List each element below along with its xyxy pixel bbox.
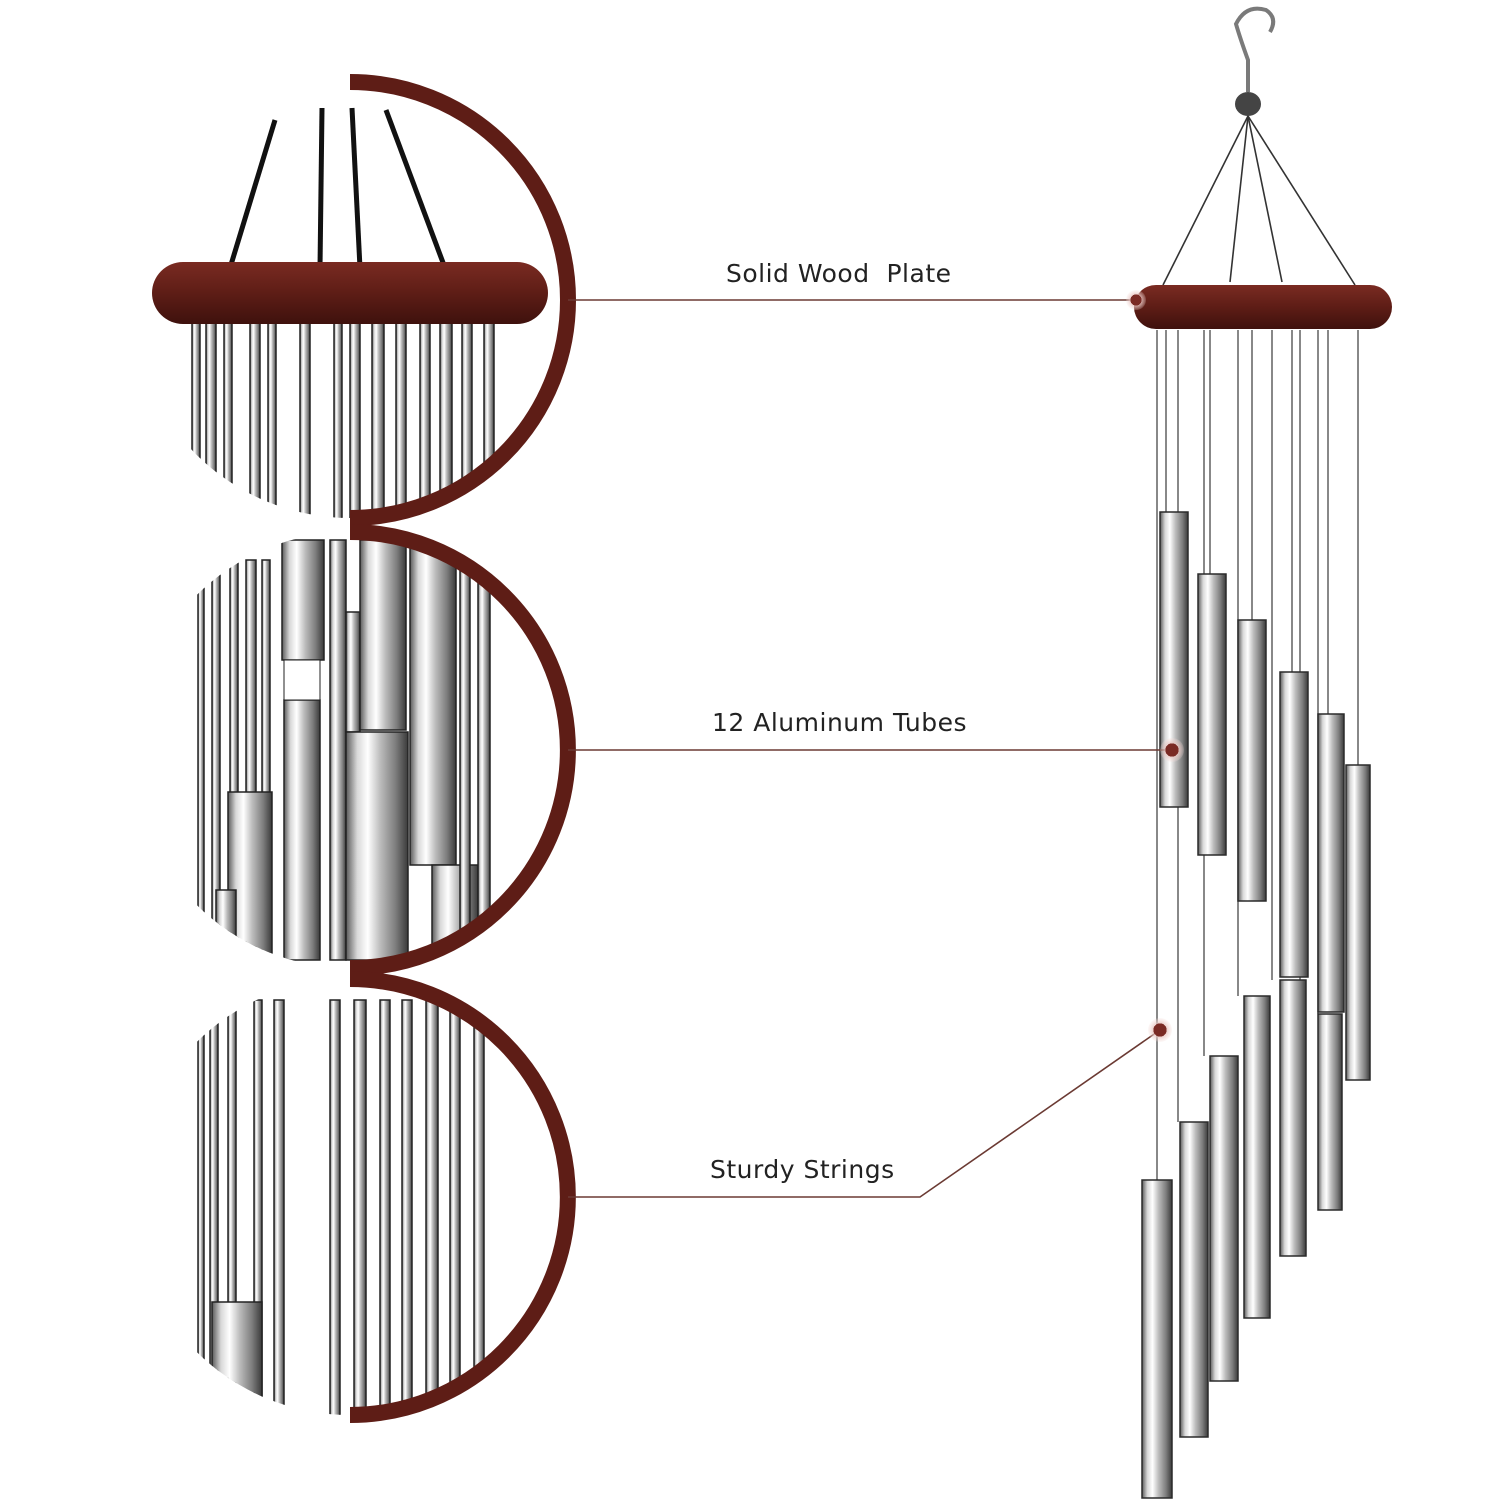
zoom-circle-strings [197,971,576,1423]
zoom-wood-plate [152,262,548,324]
tube-8 [1279,979,1307,1257]
hook-icon [1233,6,1276,92]
marker-tubes [1160,738,1184,762]
tube-5 [1317,713,1345,1013]
label-sturdy-strings: Sturdy Strings [710,1155,895,1184]
tube-7 [1317,1013,1343,1211]
tube-12 [1141,1179,1173,1499]
callout-leaders [568,299,1172,1198]
tube-9 [1243,995,1271,1319]
tube-1 [1159,511,1189,808]
wood-plate [1134,285,1392,329]
zoom-circle-wood-plate [152,74,576,526]
tube-10 [1209,1055,1239,1382]
tube-4 [1279,671,1309,978]
zoom-circle-tubes [197,524,576,976]
label-solid-wood-plate: Solid Wood Plate [726,259,952,288]
zoom-strings [227,107,448,269]
tube-3 [1237,619,1267,902]
callout-markers [1126,290,1184,1042]
tube-11 [1179,1121,1209,1438]
label-aluminum-tubes: 12 Aluminum Tubes [712,708,968,737]
zoom-tubes-bottom [197,999,485,1415]
hanging-strings [1162,115,1356,286]
tube-2 [1197,573,1227,856]
tube-6 [1345,764,1371,1081]
aluminum-tubes [1141,511,1371,1499]
hook-bead [1235,92,1261,116]
marker-wood-plate [1126,290,1146,310]
leader-strings [568,1029,1161,1198]
zoom-tubes-mid [197,539,491,966]
marker-strings [1148,1018,1172,1042]
